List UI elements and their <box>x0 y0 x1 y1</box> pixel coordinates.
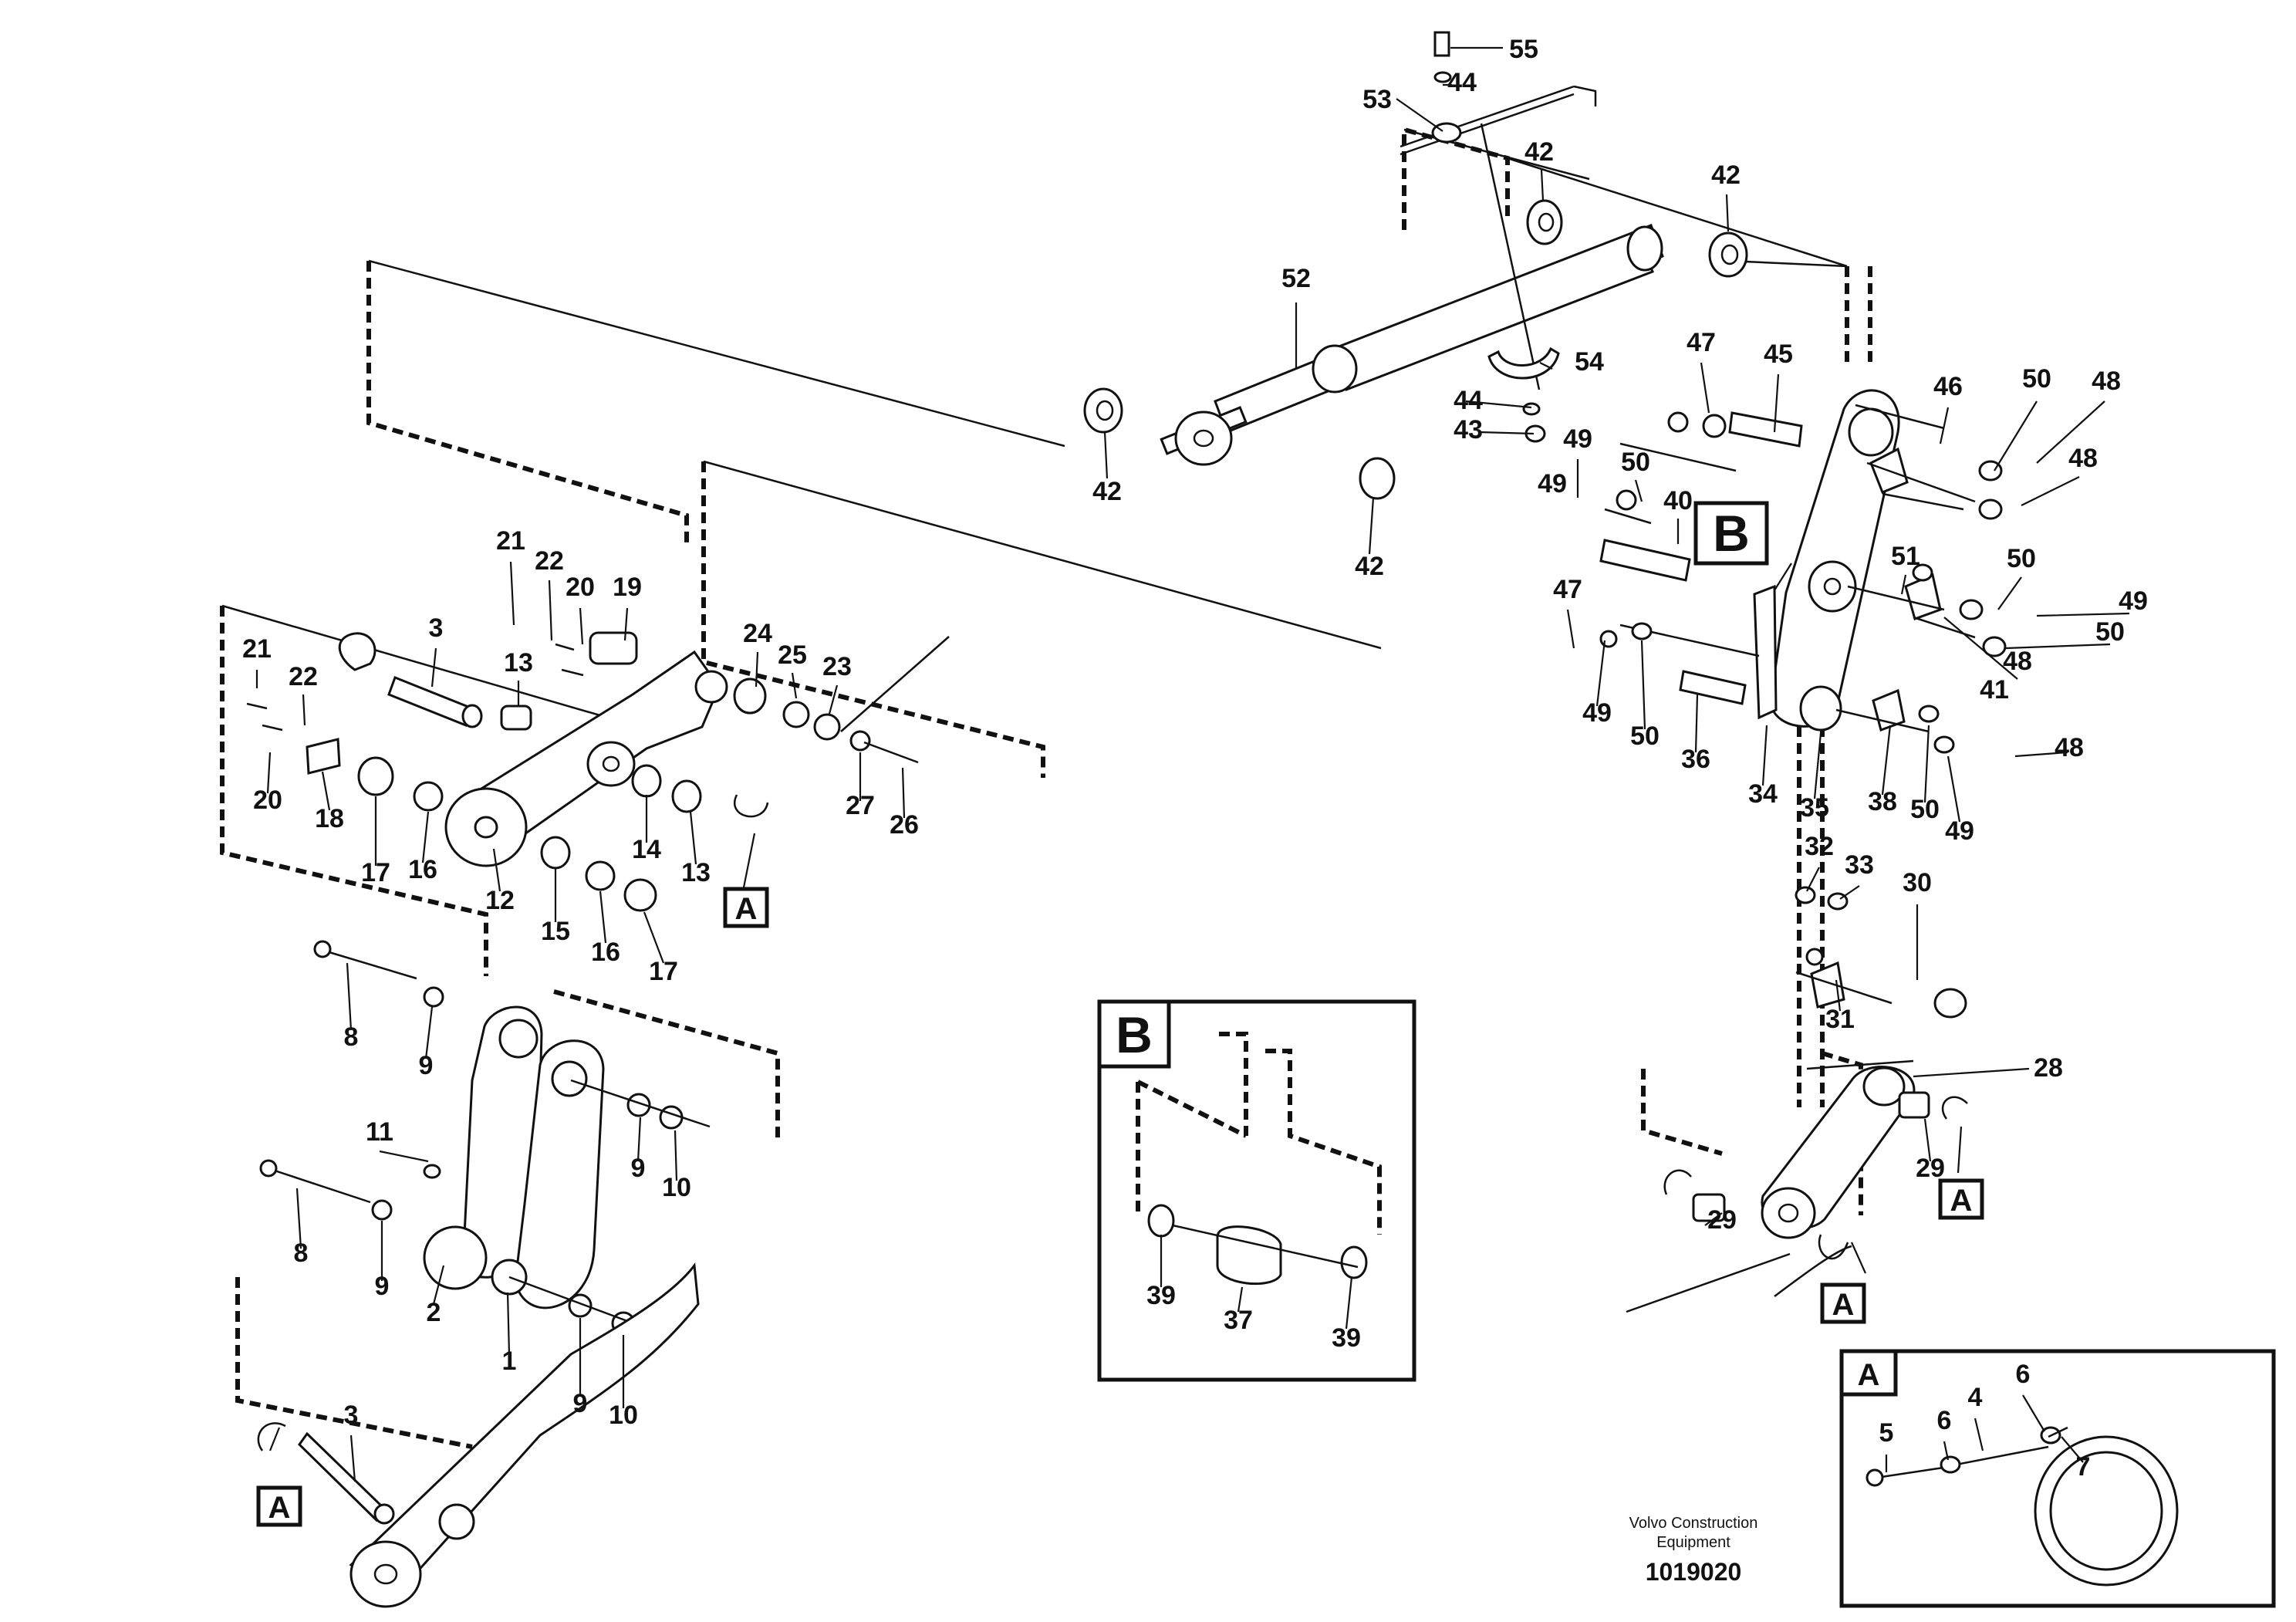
callout-48: 48 <box>2055 733 2084 762</box>
callout-50: 50 <box>2022 364 2051 394</box>
callout-13: 13 <box>504 648 533 678</box>
callout-9: 9 <box>375 1272 390 1301</box>
callout-42: 42 <box>1355 552 1384 581</box>
callout-9: 9 <box>419 1051 434 1080</box>
callout-25: 25 <box>778 640 807 670</box>
callout-2: 2 <box>427 1298 441 1327</box>
upper-left-small-parts <box>246 631 950 912</box>
callout-1: 1 <box>502 1347 517 1376</box>
callout-30: 30 <box>1903 868 1932 897</box>
callout-22: 22 <box>535 546 564 576</box>
hydraulic-cylinder <box>1160 224 1664 466</box>
callout-48: 48 <box>2092 367 2121 396</box>
callout-24: 24 <box>743 619 772 648</box>
shaft-upper-left <box>338 632 483 728</box>
callout-33: 33 <box>1845 850 1874 880</box>
svg-text:A: A <box>268 1491 291 1525</box>
callout-50: 50 <box>1621 448 1650 477</box>
ref-tag-a-right-upper: A <box>1938 1178 1984 1220</box>
callout-53: 53 <box>1362 85 1392 114</box>
svg-text:A: A <box>735 892 758 926</box>
callout-44: 44 <box>1454 386 1483 415</box>
callout-19: 19 <box>613 573 642 602</box>
callout-42: 42 <box>1711 161 1741 190</box>
callout-4: 4 <box>1968 1383 1983 1412</box>
callout-5: 5 <box>1879 1418 1894 1448</box>
callout-54: 54 <box>1575 347 1604 377</box>
callout-9: 9 <box>631 1154 646 1183</box>
callout-3: 3 <box>429 613 444 643</box>
callout-49: 49 <box>1563 424 1592 454</box>
bearing-42-d <box>1708 231 1748 278</box>
right-link-pins <box>1599 404 2007 754</box>
callout-43: 43 <box>1454 415 1483 444</box>
callout-40: 40 <box>1663 486 1693 515</box>
credit-line-1: Volvo Construction <box>1629 1515 1758 1532</box>
bearing-42-b <box>1359 457 1396 500</box>
detail-a-title: A <box>1858 1358 1880 1392</box>
callout-42: 42 <box>1092 477 1122 506</box>
callout-8: 8 <box>294 1238 309 1268</box>
leader-lines <box>255 46 2130 1482</box>
arm-pair <box>423 1005 605 1309</box>
callout-41: 41 <box>1980 675 2009 705</box>
ref-tag-b-main: B <box>1693 501 1769 566</box>
callout-21: 21 <box>242 634 272 664</box>
callout-48: 48 <box>2068 444 2098 473</box>
callout-52: 52 <box>1281 264 1311 293</box>
document-number: 1019020 <box>1646 1558 1742 1586</box>
ref-tag-a-upper-left: A <box>723 887 769 928</box>
callout-6: 6 <box>2016 1360 2031 1389</box>
bearing-42-a <box>1083 387 1123 434</box>
lower-boom <box>257 1262 700 1608</box>
lower-right-link <box>1626 886 1968 1313</box>
callout-47: 47 <box>1687 328 1716 357</box>
callout-46: 46 <box>1933 372 1963 401</box>
tie-lines <box>221 128 1914 1070</box>
callout-11: 11 <box>366 1117 393 1147</box>
ref-tag-a-right-lower: A <box>1820 1282 1866 1324</box>
upper-lever <box>444 650 728 867</box>
credit-line-2: Equipment <box>1656 1534 1730 1551</box>
callout-28: 28 <box>2034 1053 2063 1083</box>
callout-32: 32 <box>1805 832 1834 861</box>
detail-frame-a <box>1839 1349 2276 1608</box>
ref-tag-a-lower-left: A <box>256 1485 302 1527</box>
callout-22: 22 <box>289 662 318 691</box>
callout-20: 20 <box>566 573 595 602</box>
callout-49: 49 <box>1538 469 1567 498</box>
svg-text:A: A <box>1950 1184 1973 1218</box>
detail-b-title: B <box>1116 1006 1153 1063</box>
callout-9: 9 <box>573 1389 588 1418</box>
callout-42: 42 <box>1524 137 1554 167</box>
callout-55: 55 <box>1509 35 1538 64</box>
detail-frame-b <box>1097 999 1416 1382</box>
callout-23: 23 <box>822 652 852 681</box>
callout-labels: 1 2 3 3 4 5 6 6 7 8 8 9 9 9 9 10 10 11 1… <box>242 35 2148 1482</box>
callout-49: 49 <box>2119 586 2148 616</box>
callout-8: 8 <box>344 1022 359 1052</box>
callout-45: 45 <box>1764 340 1793 369</box>
callout-51: 51 <box>1891 542 1920 571</box>
callout-44: 44 <box>1447 68 1477 97</box>
callout-6: 6 <box>1937 1406 1952 1435</box>
callout-50: 50 <box>2007 544 2036 573</box>
publisher-credit: Volvo Construction Equipment 1019020 <box>1629 1515 1758 1586</box>
callout-48: 48 <box>2003 647 2032 676</box>
svg-text:B: B <box>1713 505 1750 562</box>
callout-7: 7 <box>2076 1452 2091 1482</box>
callout-47: 47 <box>1553 575 1582 604</box>
callout-50: 50 <box>2095 617 2125 647</box>
callout-21: 21 <box>496 526 525 556</box>
callout-3: 3 <box>344 1401 359 1430</box>
bearing-42-c <box>1526 199 1563 245</box>
lube-line <box>1400 31 1597 443</box>
right-link <box>1753 389 1900 732</box>
svg-text:A: A <box>1832 1288 1855 1322</box>
